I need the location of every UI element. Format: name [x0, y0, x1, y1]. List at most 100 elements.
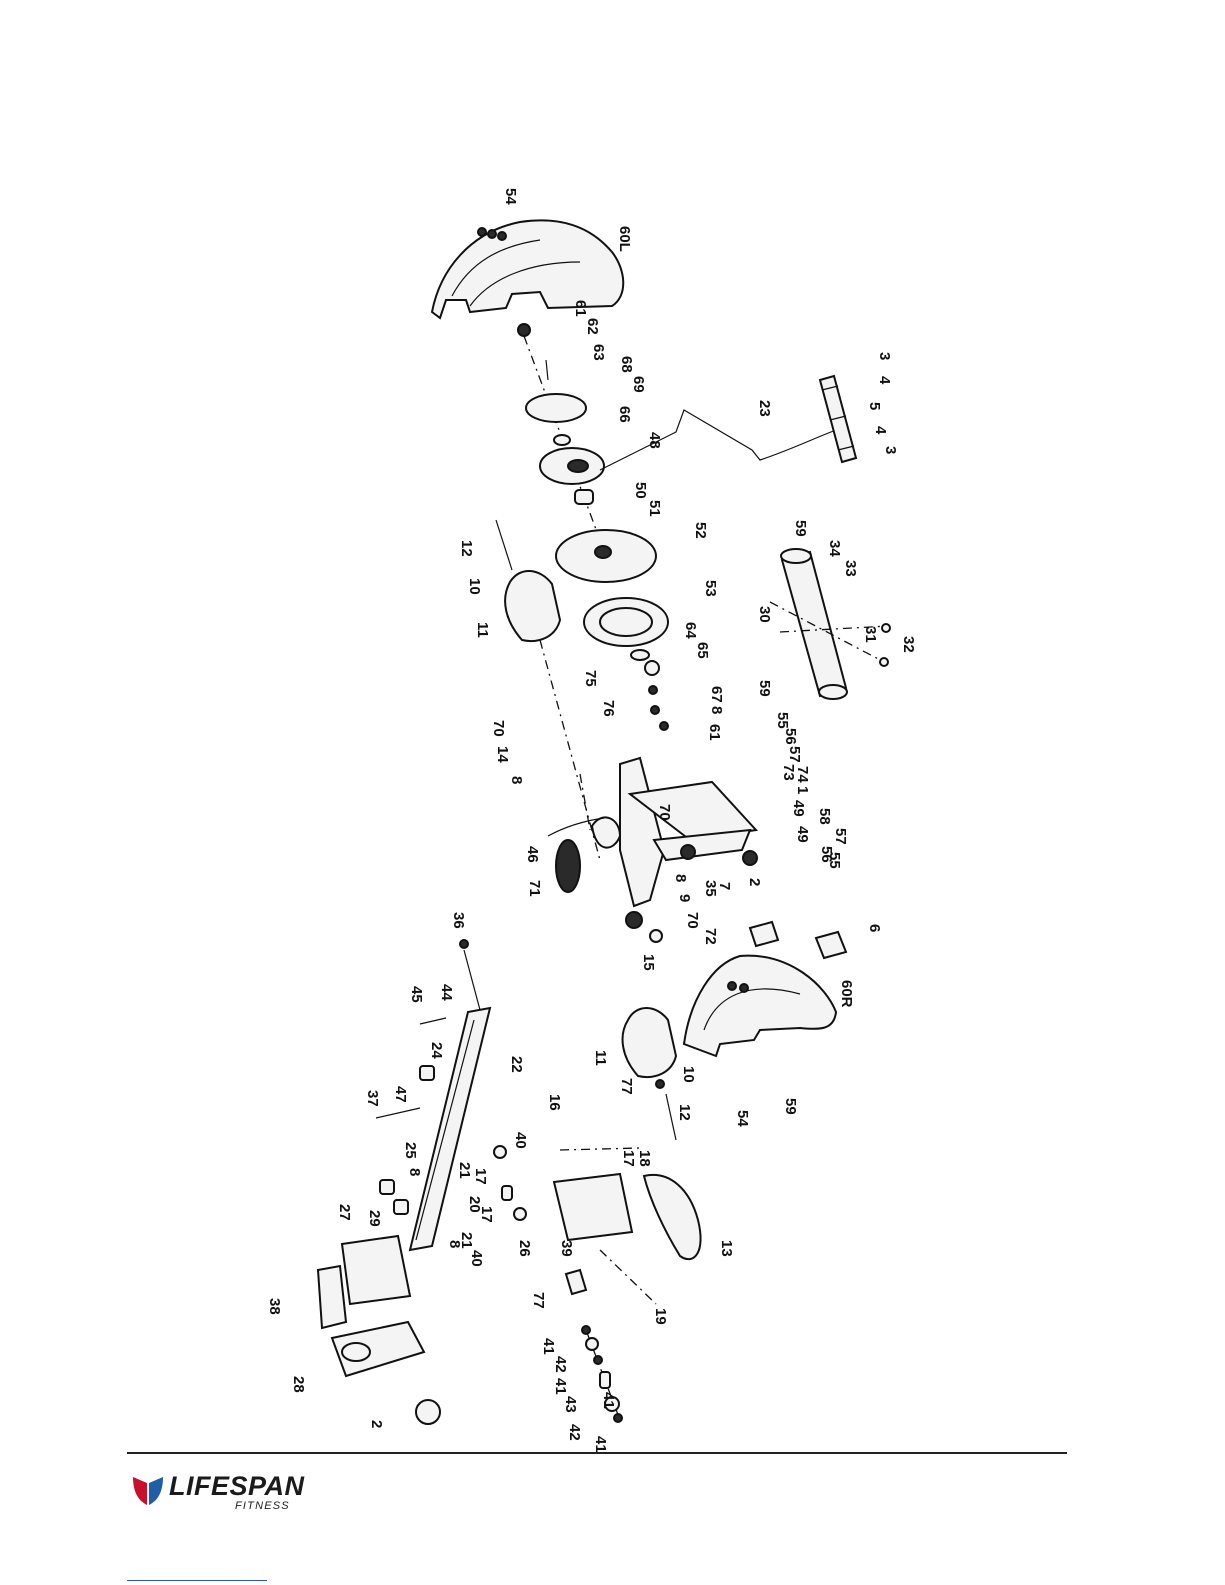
- callout-8: 8: [672, 874, 689, 882]
- callout-15: 15: [640, 954, 657, 971]
- callout-57: 57: [786, 746, 803, 763]
- callout-38: 38: [266, 1298, 283, 1315]
- callout-1: 1: [794, 786, 811, 794]
- callout-65: 65: [694, 642, 711, 659]
- callout-25: 25: [402, 1142, 419, 1159]
- callout-56: 56: [782, 728, 799, 745]
- callout-63: 63: [590, 344, 607, 361]
- callout-11: 11: [474, 622, 491, 638]
- callout-41: 41: [600, 1392, 617, 1409]
- part-handle-grips: [818, 374, 858, 464]
- callout-57: 57: [832, 828, 849, 845]
- footer-link-underline: [127, 1580, 267, 1581]
- callout-49: 49: [794, 826, 811, 843]
- callout-56: 56: [818, 846, 835, 863]
- callout-60l: 60L: [616, 226, 633, 252]
- callout-43: 43: [562, 1396, 579, 1413]
- callout-24: 24: [428, 1042, 445, 1059]
- callout-17: 17: [472, 1168, 489, 1185]
- callout-16: 16: [546, 1094, 563, 1111]
- callout-labels: 54 60L 61 62 63 68 69 66 48 50 51 52 53 …: [266, 188, 917, 1453]
- callout-45: 45: [408, 986, 425, 1003]
- callout-58: 58: [816, 808, 833, 825]
- callout-10: 10: [680, 1066, 697, 1083]
- callout-61: 61: [572, 300, 589, 317]
- part-foot-plate: [316, 1234, 441, 1425]
- callout-3: 3: [882, 446, 899, 454]
- callout-12: 12: [458, 540, 475, 557]
- brand-tagline: FITNESS: [235, 1500, 290, 1512]
- callout-32: 32: [900, 636, 917, 653]
- callout-59: 59: [792, 520, 809, 537]
- callout-8: 8: [508, 776, 525, 784]
- callout-70: 70: [656, 804, 673, 821]
- callout-11: 11: [592, 1050, 609, 1066]
- callout-69: 69: [630, 376, 647, 393]
- callout-67: 67: [708, 686, 725, 703]
- callout-28: 28: [290, 1376, 307, 1393]
- callout-50: 50: [632, 482, 649, 499]
- callout-9: 9: [676, 894, 693, 902]
- callout-48: 48: [646, 432, 663, 449]
- callout-12: 12: [676, 1104, 693, 1121]
- callout-8: 8: [446, 1240, 463, 1248]
- callout-20: 20: [466, 1196, 483, 1213]
- callout-49: 49: [790, 800, 807, 817]
- callout-2: 2: [746, 878, 763, 886]
- callout-73: 73: [780, 764, 797, 781]
- lifespan-shield-icon: [133, 1477, 163, 1505]
- callout-40: 40: [468, 1250, 485, 1267]
- part-seat-carriage: [552, 1147, 702, 1305]
- callout-36: 36: [450, 912, 467, 929]
- callout-70: 70: [684, 912, 701, 929]
- callout-31: 31: [862, 626, 879, 643]
- callout-59: 59: [782, 1098, 799, 1115]
- callout-4: 4: [876, 376, 893, 385]
- callout-47: 47: [392, 1086, 409, 1103]
- part-side-cover-upper: [495, 519, 601, 861]
- callout-68: 68: [618, 356, 635, 373]
- callout-35: 35: [702, 880, 719, 897]
- callout-52: 52: [692, 522, 709, 539]
- callout-14: 14: [494, 746, 511, 763]
- callout-62: 62: [584, 318, 601, 335]
- callout-5: 5: [866, 402, 883, 410]
- callout-26: 26: [516, 1240, 533, 1257]
- callout-18: 18: [636, 1150, 653, 1167]
- callout-61: 61: [706, 724, 723, 741]
- part-rail-hardware: [375, 939, 527, 1221]
- callout-66: 66: [616, 406, 633, 423]
- callout-51: 51: [646, 500, 663, 517]
- callout-41: 41: [540, 1338, 557, 1355]
- callout-3: 3: [876, 352, 893, 360]
- callout-23: 23: [756, 400, 773, 417]
- part-side-cover-lower: [621, 1007, 678, 1141]
- callout-4: 4: [872, 426, 889, 435]
- callout-77: 77: [618, 1078, 635, 1095]
- brand-logo: LIFESPAN FITNESS: [131, 1471, 304, 1515]
- callout-8: 8: [406, 1168, 423, 1176]
- part-tube: [769, 548, 891, 700]
- callout-7: 7: [716, 882, 733, 890]
- callout-75: 75: [582, 670, 599, 687]
- part-axle-stack: [517, 323, 669, 731]
- callout-42: 42: [552, 1356, 569, 1373]
- callout-53: 53: [702, 580, 719, 597]
- callout-74: 74: [794, 766, 811, 783]
- callout-21: 21: [456, 1162, 473, 1179]
- part-main-frame: [547, 756, 759, 943]
- callout-64: 64: [682, 622, 699, 639]
- callout-10: 10: [466, 578, 483, 595]
- callout-19: 19: [652, 1308, 669, 1325]
- callout-77: 77: [530, 1292, 547, 1309]
- callout-34: 34: [826, 540, 843, 557]
- callout-22: 22: [508, 1056, 525, 1073]
- callout-71: 71: [526, 880, 543, 897]
- callout-21: 21: [458, 1232, 475, 1249]
- callout-17: 17: [478, 1206, 495, 1223]
- callout-46: 46: [524, 846, 541, 863]
- callout-60r: 60R: [838, 980, 855, 1008]
- callout-30: 30: [756, 606, 773, 623]
- callout-37: 37: [364, 1090, 381, 1107]
- callout-55: 55: [826, 852, 843, 869]
